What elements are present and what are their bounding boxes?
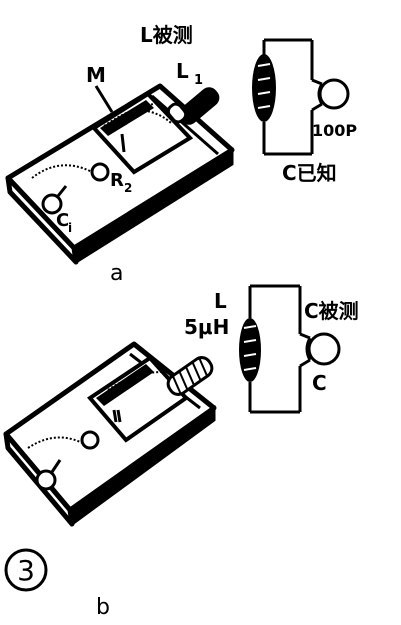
label-c1-sub: i (68, 221, 72, 235)
knob-r2 (90, 162, 110, 182)
meter-a-dial (90, 91, 194, 175)
label-100p: 100P (312, 121, 357, 140)
label-5uh: 5μH (184, 315, 229, 339)
capacitor-under-test-b (239, 284, 341, 414)
inductor-under-test-a (252, 38, 350, 156)
label-l1-sub: 1 (194, 73, 203, 88)
figure-number-text: 3 (17, 554, 35, 587)
coil-l1 (166, 87, 220, 125)
label-c-known: C已知 (282, 161, 337, 185)
label-r2-sub: 2 (124, 181, 132, 195)
meter-b (3, 341, 217, 527)
knob-b-right (80, 430, 100, 450)
figure-number: 3 (4, 548, 48, 592)
knob-c1 (31, 164, 93, 215)
label-m: M (86, 63, 106, 87)
diagram-a: L被测 L 1 M 100P C已知 R 2 C i a (5, 23, 357, 286)
label-c1: C (56, 210, 69, 231)
label-l: L (214, 289, 227, 313)
label-c-measured: C被测 (304, 299, 359, 323)
label-l1: L (176, 59, 189, 83)
label-l-measured: L被测 (140, 23, 193, 47)
coil-b (166, 356, 214, 396)
meter-b-dial (87, 355, 189, 443)
label-c: C (312, 371, 327, 395)
label-r2: R (110, 170, 124, 191)
caption-b: b (96, 595, 110, 620)
caption-a: a (110, 261, 123, 286)
diagram-b: L 5μH C被测 C b (3, 284, 359, 620)
meter-a (5, 83, 235, 265)
